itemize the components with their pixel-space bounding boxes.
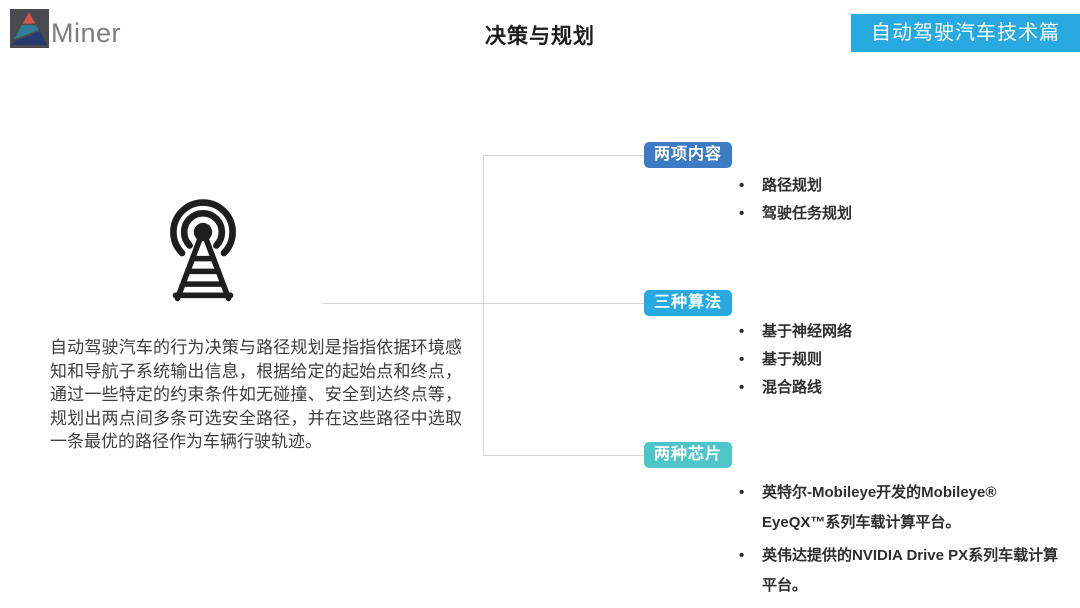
broadcast-antenna-icon [170, 199, 236, 302]
algorithms-bullet-list: 基于神经网络 基于规则 混合路线 [737, 318, 852, 402]
series-banner: 自动驾驶汽车技术篇 [851, 14, 1080, 52]
group-chip-chips: 两种芯片 [644, 442, 733, 468]
list-item: 英特尔-Mobileye开发的Mobileye® EyeQX™系列车载计算平台。 [737, 478, 1059, 538]
list-item: 驾驶任务规划 [737, 200, 852, 228]
contents-bullet-list: 路径规划 驾驶任务规划 [737, 172, 852, 228]
decision-planning-description: 自动驾驶汽车的行为决策与路径规划是指指依据环境感知和导航子系统输出信息，根据给定… [50, 338, 462, 451]
chips-bullet-list: 英特尔-Mobileye开发的Mobileye® EyeQX™系列车载计算平台。… [737, 478, 1059, 604]
aminer-logo: Miner [10, 9, 121, 48]
page-title: 决策与规划 [485, 25, 595, 48]
list-item: 路径规划 [737, 172, 852, 200]
aminer-logo-icon [10, 9, 49, 48]
group-chip-contents: 两项内容 [644, 142, 733, 168]
list-item: 基于规则 [737, 346, 852, 374]
connector-line-bottom [483, 455, 644, 456]
connector-line-top [483, 155, 644, 156]
connector-line-middle [322, 303, 644, 304]
list-item: 混合路线 [737, 374, 852, 402]
list-item: 基于神经网络 [737, 318, 852, 346]
list-item: 英伟达提供的NVIDIA Drive PX系列车载计算平台。 [737, 541, 1059, 601]
connector-vertical-line [483, 155, 484, 455]
aminer-logo-text: Miner [51, 18, 122, 48]
group-chip-algorithms: 三种算法 [644, 290, 733, 316]
